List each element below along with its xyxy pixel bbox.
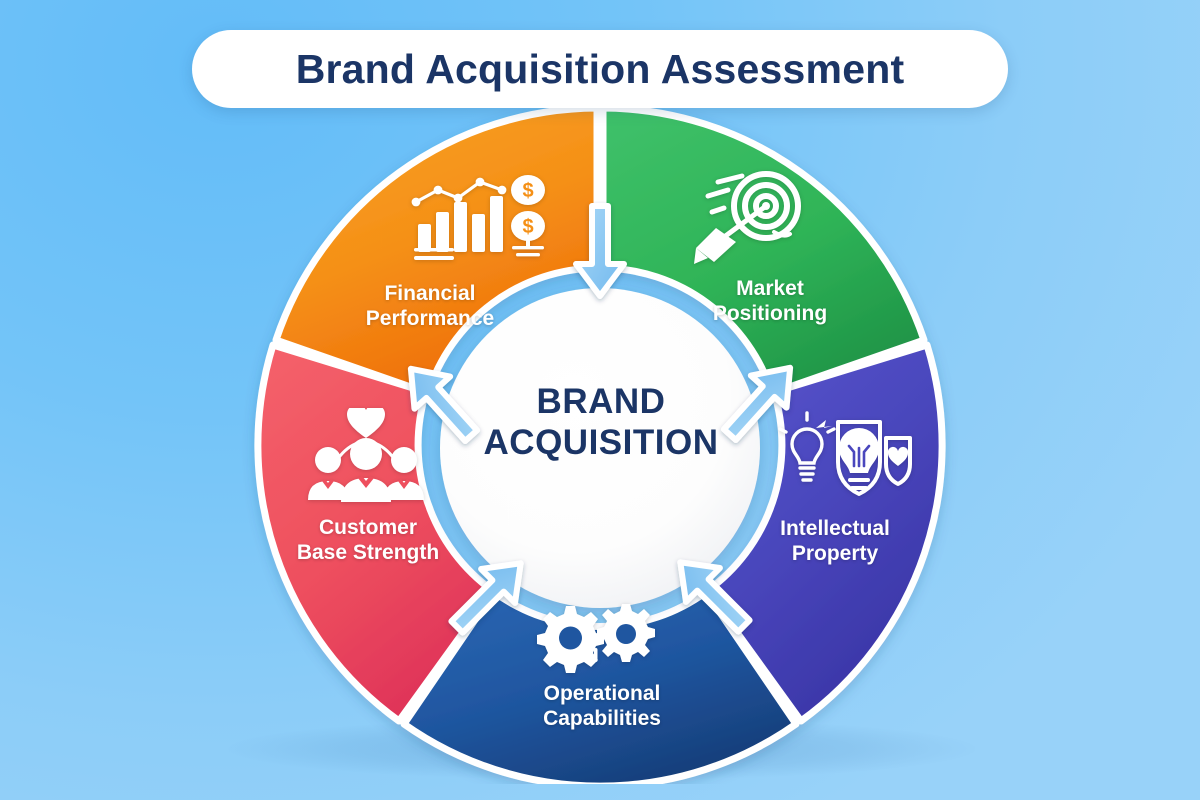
segment-customer-base-strength[interactable] <box>254 341 497 725</box>
arrow-upper-left-icon <box>407 365 481 445</box>
page-title: Brand Acquisition Assessment <box>295 45 905 92</box>
segment-group <box>254 104 946 784</box>
title-banner: Brand Acquisition Assessment <box>192 30 1008 108</box>
arrow-upper-right-icon <box>720 364 794 444</box>
segment-intellectual-property[interactable] <box>703 341 946 725</box>
wheel-svg <box>254 104 946 784</box>
center-hub <box>440 288 760 608</box>
arrow-lower-left-icon <box>448 560 524 636</box>
arrow-group <box>407 203 794 636</box>
arrow-lower-right-icon <box>677 559 753 635</box>
cycle-wheel <box>220 104 980 784</box>
arrow-top-icon <box>573 203 627 299</box>
segment-market-positioning[interactable] <box>599 104 928 397</box>
